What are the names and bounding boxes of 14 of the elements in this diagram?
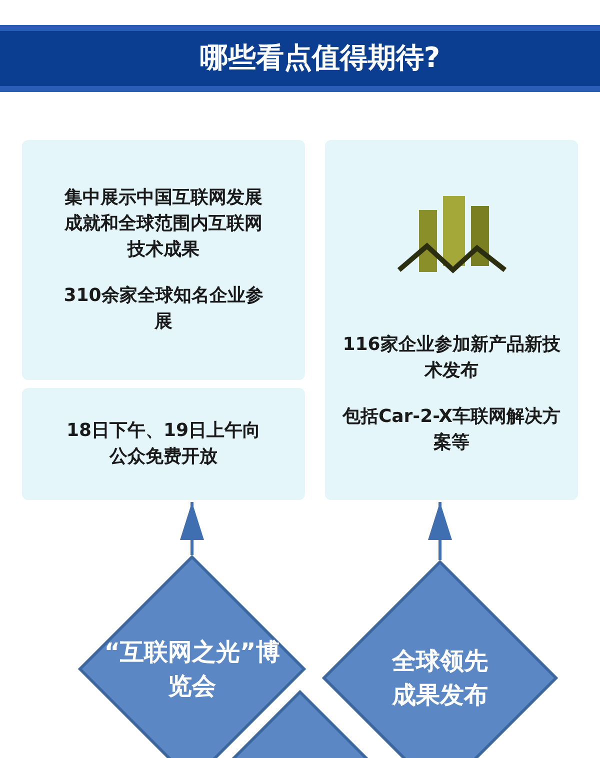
diamond-label: “互联网之光”博览会 — [104, 637, 280, 702]
info-card — [325, 140, 578, 500]
card-text: 集中展示中国互联网发展成就和全球范围内互联网技术成果 — [64, 186, 264, 262]
card-text: 18日下午、19日上午向公众免费开放 — [65, 419, 262, 469]
diamond-label: 全球领先成果发布 — [390, 646, 489, 711]
info-card — [22, 140, 305, 380]
up-arrow — [180, 502, 204, 555]
up-arrow — [428, 502, 452, 560]
card-text: 包括Car-2-X车联网解决方案等 — [342, 405, 562, 455]
card-text: 310余家全球知名企业参展 — [64, 284, 264, 334]
diamond — [322, 560, 558, 758]
card-text: 116家企业参加新产品新技术发布 — [342, 333, 562, 383]
info-card — [22, 388, 305, 500]
title: 哪些看点值得期待? — [198, 40, 442, 76]
